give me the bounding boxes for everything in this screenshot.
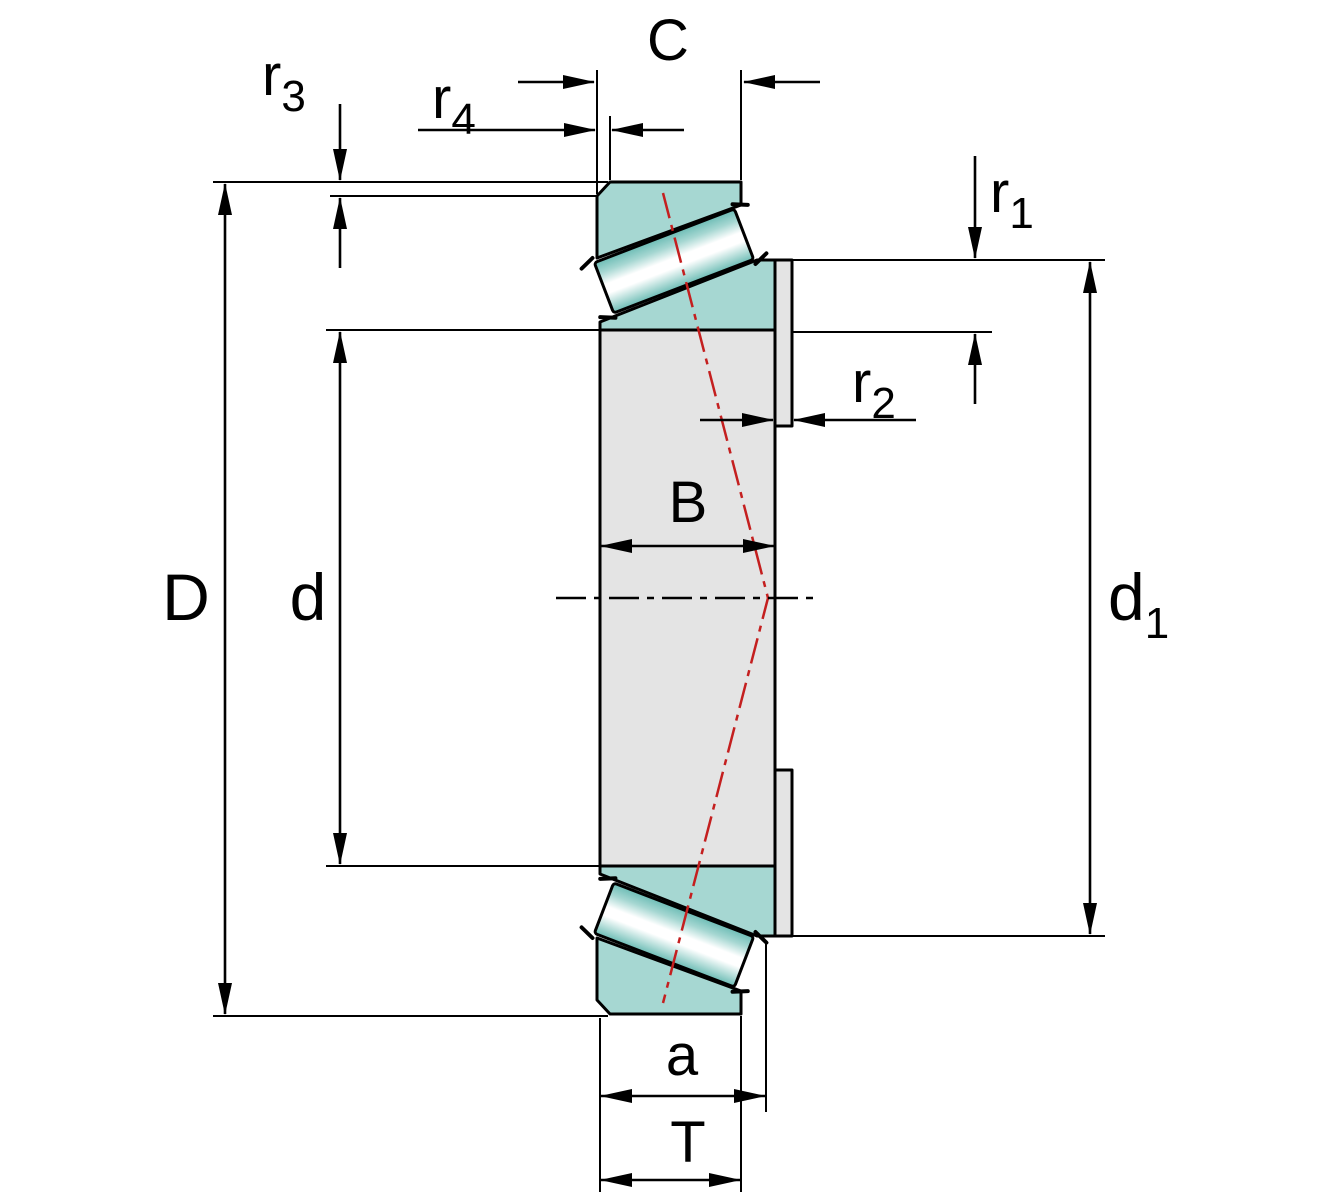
extension-lines <box>213 70 1105 1192</box>
label-D: D <box>162 560 210 634</box>
label-d: d <box>290 560 327 634</box>
inner-ring-rib-bottom <box>773 768 794 938</box>
bearing-section <box>556 180 814 1016</box>
label-B: B <box>669 470 708 535</box>
dimension-labels: D d d1 B C a T r3 r4 r1 r2 <box>162 8 1169 1175</box>
inner-ring-rib-top <box>773 258 794 428</box>
tapered-roller-top <box>579 202 769 320</box>
roller-cage-tabs-top <box>579 202 769 320</box>
label-a: a <box>666 1023 699 1088</box>
label-r1: r1 <box>990 160 1034 238</box>
roller-bottom-body <box>593 882 755 988</box>
tapered-roller-bottom <box>579 876 769 994</box>
label-r2: r2 <box>852 350 896 428</box>
roller-top-body <box>593 208 755 314</box>
outer-ring-top <box>595 180 743 260</box>
label-r3: r3 <box>262 43 306 121</box>
label-C: C <box>647 8 689 73</box>
inner-ring-raceway-top <box>598 258 777 332</box>
label-d1: d1 <box>1108 560 1169 648</box>
roller-cage-tabs-bottom <box>579 876 769 994</box>
outer-ring-bottom <box>595 936 743 1016</box>
dimension-lines <box>218 75 1097 1187</box>
inner-ring-raceway-bottom <box>598 864 777 938</box>
label-r4: r4 <box>432 66 476 144</box>
label-T: T <box>670 1110 705 1175</box>
